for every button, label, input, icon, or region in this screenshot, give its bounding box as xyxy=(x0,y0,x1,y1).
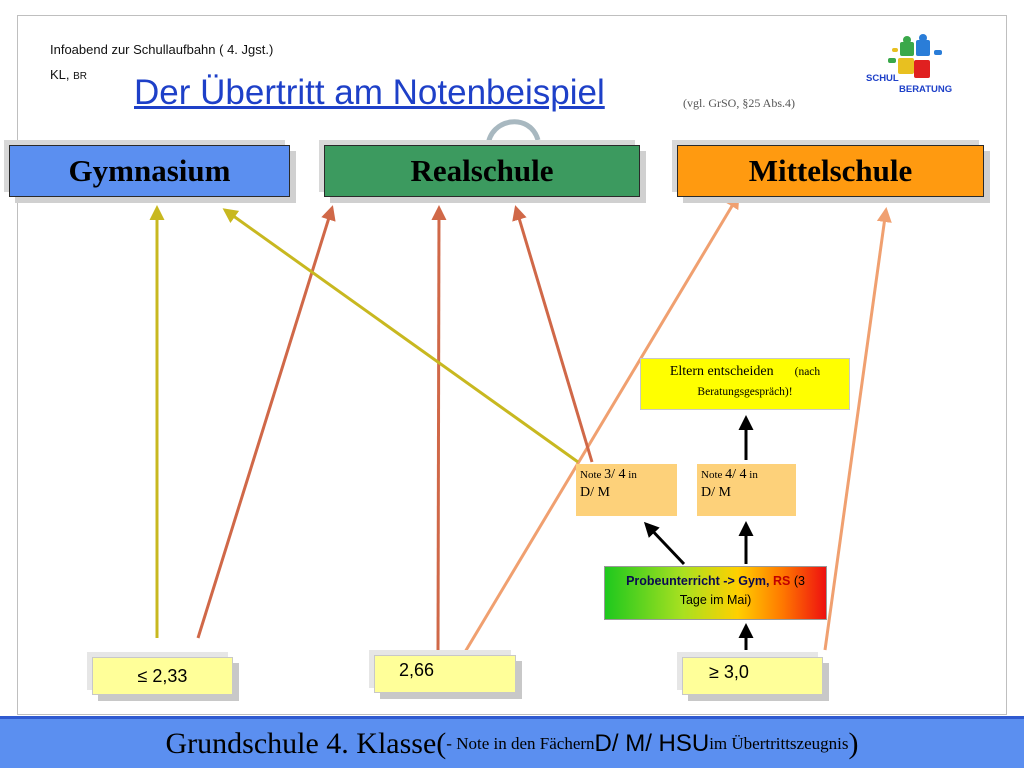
logo-text-beratung: BERATUNG xyxy=(899,84,953,95)
school-box-realschule: Realschule xyxy=(324,145,640,197)
note34-subjects: D/ M xyxy=(580,485,610,500)
header-subtitle: Infoabend zur Schullaufbahn ( 4. Jgst.) xyxy=(50,42,274,57)
slide-frame xyxy=(17,15,1007,715)
note44-in: in xyxy=(746,469,758,481)
footer-subjects: D/ M/ HSU xyxy=(594,729,710,757)
logo-piece-yellow xyxy=(898,58,914,74)
parents-paren-rest: Beratungsgespräch)! xyxy=(697,386,793,398)
parents-main: Eltern entscheiden xyxy=(669,364,774,379)
note-box-4-4: Note 4/ 4 in D/ M xyxy=(697,464,796,516)
header-authors: KL, BR xyxy=(50,67,87,82)
grade-box-le-2-33: ≤ 2,33 xyxy=(92,657,233,695)
probe-line2: Tage im Mai) xyxy=(679,593,752,607)
slide-title: Der Übertritt am Notenbeispiel xyxy=(134,73,605,112)
parents-decide-box: Eltern entscheiden (nach Beratungsgesprä… xyxy=(640,358,850,410)
header-authors-main: KL, xyxy=(50,67,74,82)
note-box-3-4: Note 3/ 4 in D/ M xyxy=(576,464,677,516)
logo-piece-green xyxy=(900,42,914,56)
footer-paren-open: ( xyxy=(436,726,447,760)
probe-red: RS xyxy=(772,574,791,588)
note34-grade: 3/ 4 xyxy=(604,467,626,482)
footer-mid: - Note in den Fächern xyxy=(446,733,595,753)
note34-in: in xyxy=(625,469,637,481)
school-box-gymnasium: Gymnasium xyxy=(9,145,290,197)
footer-paren-close: ) xyxy=(848,726,859,760)
title-reference: (vgl. GrSO, §25 Abs.4) xyxy=(683,96,796,110)
note44-subjects: D/ M xyxy=(701,485,731,500)
logo-text-schul: SCHUL xyxy=(866,73,899,84)
footer-main: Grundschule 4. Klasse xyxy=(165,726,437,760)
footer-end: im Übertrittszeugnis xyxy=(709,733,849,753)
probe-rest: (3 xyxy=(790,574,805,588)
grade-box-ge-3-0: ≥ 3,0 xyxy=(682,657,823,695)
schulberatung-logo xyxy=(888,34,942,78)
note44-prefix: Note xyxy=(701,469,726,481)
grade-box-2-66: 2,66 xyxy=(374,655,516,693)
school-box-mittelschule: Mittelschule xyxy=(677,145,984,197)
probeunterricht-box: Probeunterricht -> Gym, RS (3 Tage im Ma… xyxy=(604,566,827,620)
probe-bold: Probeunterricht -> Gym, xyxy=(626,574,773,588)
footer-bar: Grundschule 4. Klasse ( - Note in den Fä… xyxy=(0,716,1024,768)
header-authors-small: BR xyxy=(73,71,88,82)
note44-grade: 4/ 4 xyxy=(725,467,747,482)
logo-piece-blue xyxy=(916,40,930,56)
logo-piece-red xyxy=(914,60,930,78)
note34-prefix: Note xyxy=(580,469,605,481)
parents-paren-open: (nach xyxy=(794,366,821,378)
